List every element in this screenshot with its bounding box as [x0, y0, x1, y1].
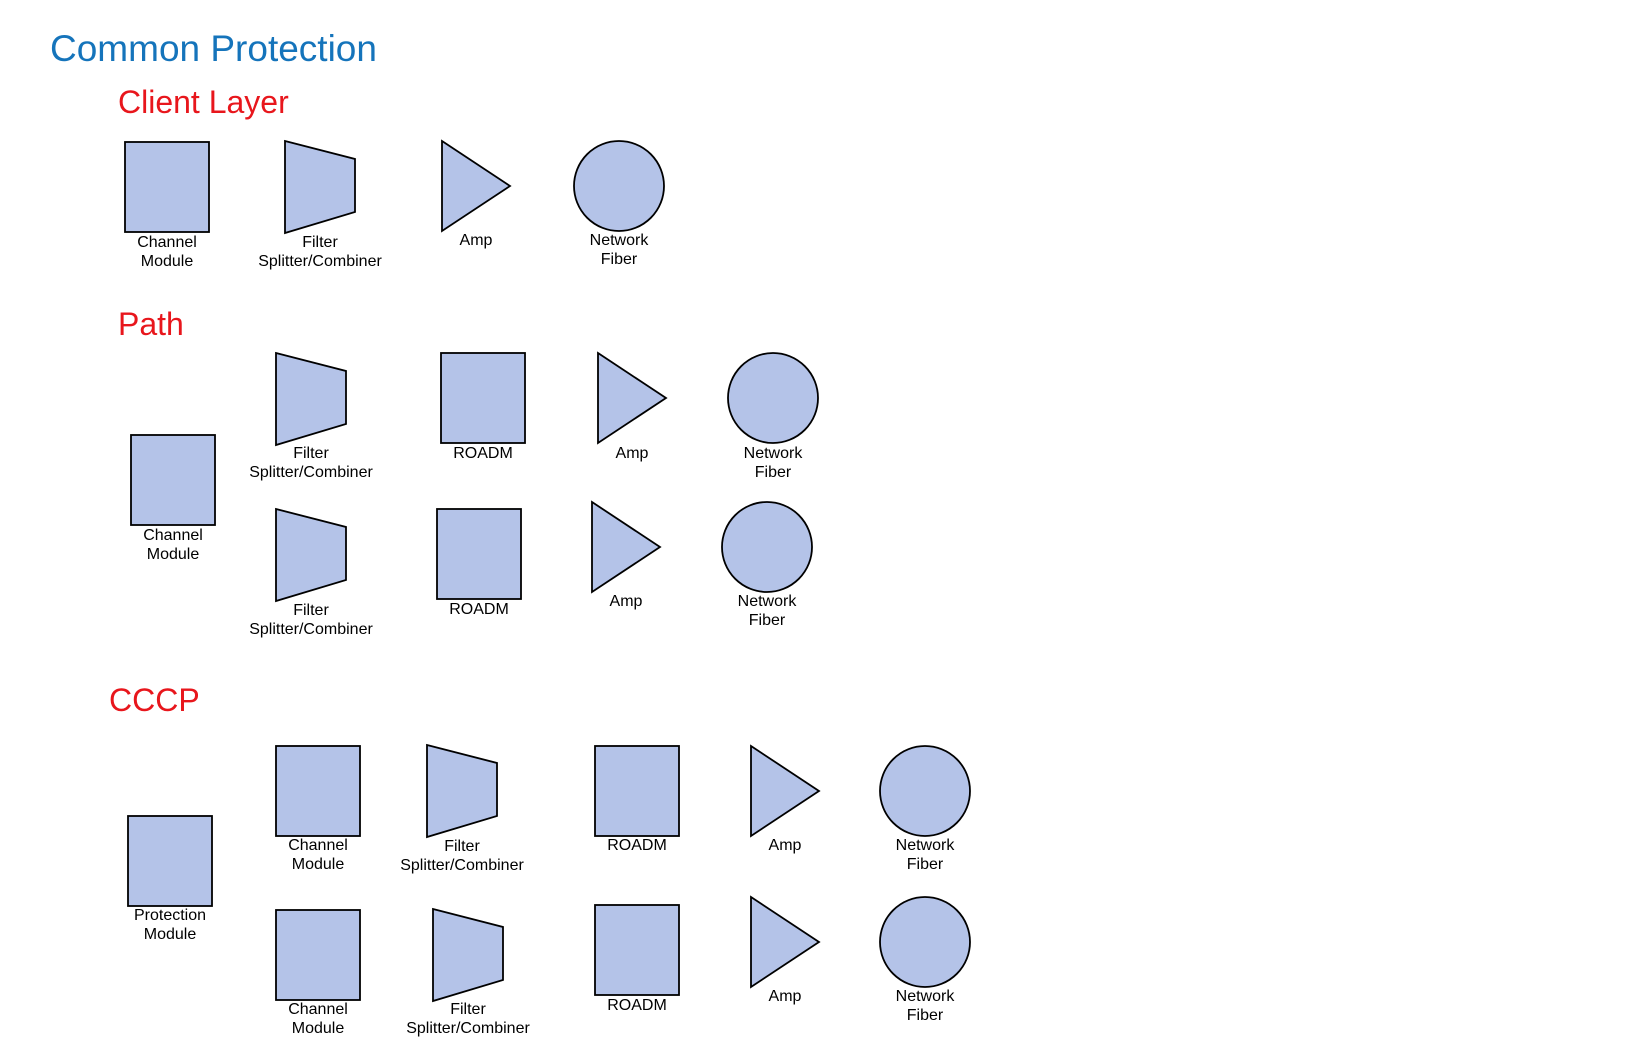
client-layer-item-3: Amp [441, 139, 512, 249]
shape-label-line: Splitter/Combiner [400, 857, 524, 874]
square-shape [440, 352, 526, 444]
path-item-8: Amp [591, 500, 662, 610]
shape-label-line: Network [590, 232, 650, 249]
shape-label-line: Fiber [755, 464, 792, 481]
shape-label-line: Fiber [907, 1007, 944, 1024]
shape-label-line: Filter [450, 1001, 486, 1018]
shape-label-line: Module [144, 926, 197, 943]
shape-label-line: Filter [444, 838, 480, 855]
trapezoid-shape [275, 507, 347, 603]
cccp-item-4: ROADM [594, 745, 680, 854]
triangle-shape [750, 744, 821, 838]
shape-label-line: Amp [610, 593, 643, 610]
path-item-4: Amp [597, 351, 668, 462]
square-shape [130, 434, 216, 526]
square-shape [275, 909, 361, 1001]
section-heading-path: Path [118, 306, 184, 342]
shape-label-line: Module [292, 1020, 345, 1037]
shape-label-line: Module [292, 856, 345, 873]
shape-label-line: Filter [293, 602, 329, 619]
shape-label-line: ROADM [453, 445, 513, 462]
shape-label-line: Channel [143, 527, 203, 544]
shape-label-line: Amp [769, 988, 802, 1005]
page-title: Common Protection [50, 28, 377, 69]
triangle-shape [597, 351, 668, 445]
triangle-shape [441, 139, 512, 233]
shape-label-line: Channel [137, 234, 197, 251]
triangle-shape [591, 500, 662, 594]
shape-label-line: Amp [616, 445, 649, 462]
square-shape [436, 508, 522, 600]
circle-shape [879, 896, 971, 988]
shape-label-line: Module [141, 253, 194, 270]
shape-label-line: Splitter/Combiner [249, 621, 373, 638]
shape-label-line: Network [738, 593, 798, 610]
square-shape [594, 745, 680, 837]
shape-label-line: Splitter/Combiner [406, 1020, 530, 1037]
circle-shape [727, 352, 819, 444]
shape-label-line: Amp [769, 837, 802, 854]
trapezoid-shape [284, 139, 356, 235]
shape-label-line: Filter [302, 234, 338, 251]
shape-label-line: ROADM [449, 601, 509, 618]
triangle-shape [750, 895, 821, 989]
shape-label-line: Protection [134, 907, 206, 924]
path-item-3: ROADM [440, 352, 526, 462]
path-item-7: ROADM [436, 508, 522, 618]
square-shape [275, 745, 361, 837]
shape-label-line: Module [147, 546, 200, 563]
section-heading-client-layer: Client Layer [118, 84, 289, 120]
shape-label-line: Splitter/Combiner [249, 464, 373, 481]
circle-shape [721, 501, 813, 593]
shape-label-line: Network [896, 988, 956, 1005]
shape-label-line: ROADM [607, 837, 667, 854]
trapezoid-shape [426, 743, 498, 839]
trapezoid-shape [275, 351, 347, 447]
shape-label-line: Network [896, 837, 956, 854]
circle-shape [573, 140, 665, 232]
shape-label-line: ROADM [607, 997, 667, 1014]
cccp-item-5: Amp [750, 744, 821, 854]
shape-label-line: Fiber [907, 856, 944, 873]
circle-shape [879, 745, 971, 837]
square-shape [594, 904, 680, 996]
shape-label-line: Fiber [749, 612, 786, 629]
cccp-item-9: ROADM [594, 904, 680, 1014]
shape-label-line: Splitter/Combiner [258, 253, 382, 270]
shape-label-line: Amp [460, 232, 493, 249]
trapezoid-shape [432, 907, 504, 1003]
shape-label-line: Network [744, 445, 804, 462]
shape-label-line: Channel [288, 1001, 348, 1018]
square-shape [127, 815, 213, 907]
square-shape [124, 141, 210, 233]
shape-label-line: Channel [288, 837, 348, 854]
section-heading-cccp: CCCP [109, 682, 200, 718]
shape-label-line: Fiber [601, 251, 638, 268]
shape-label-line: Filter [293, 445, 329, 462]
cccp-item-10: Amp [750, 895, 821, 1005]
